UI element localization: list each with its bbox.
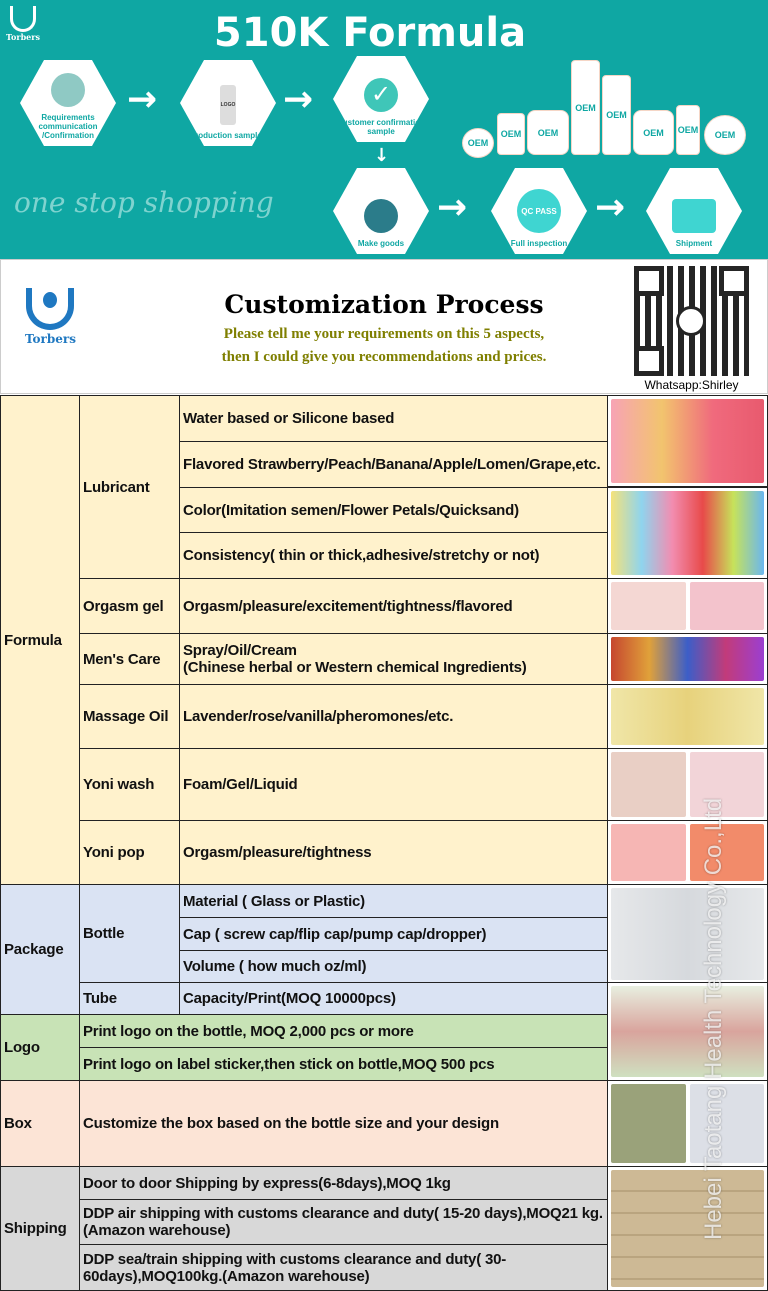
whatsapp-contact: Whatsapp:Shirley [644,378,739,392]
whatsapp-icon [676,306,706,336]
option-row: Print logo on the bottle, MOQ 2,000 pcs … [79,1014,608,1048]
gears-icon [364,199,398,233]
hands-icon [10,6,36,32]
customization-header: Torbers Customization Process Please tel… [0,259,768,394]
step-confirmation: ✓Customer confirmation sample [333,56,429,142]
option-row: Print logo on label sticker,then stick o… [79,1047,608,1081]
sub-yoni-pop: Yoni pop [79,820,180,885]
plane-truck-icon [672,199,716,233]
whatsapp-qr-code [634,266,749,376]
qc-pass-icon: QC PASS [517,189,561,233]
sub-tube: Tube [79,982,180,1015]
step-requirements: Requirements communication /Confirmation [20,60,116,146]
colored-droppers-image [607,487,768,579]
lubricant-bottles-image [607,395,768,487]
sub-lubricant: Lubricant [79,395,180,579]
sub-yoni-wash: Yoni wash [79,748,180,821]
shipping-cartons-image [607,1166,768,1291]
arrow-icon: → [595,187,626,228]
option-row: Lavender/rose/vanilla/pheromones/etc. [179,684,608,749]
tagline: one stop shopping [14,186,274,219]
hands-laptop-icon [51,73,85,107]
option-row: Capacity/Print(MOQ 10000pcs) [179,982,608,1015]
sub-mens-care: Men's Care [79,633,180,685]
option-row: Volume ( how much oz/ml) [179,950,608,983]
torbers-logo: Torbers [25,288,76,346]
option-row: DDP sea/train shipping with customs clea… [79,1244,608,1291]
option-row: Door to door Shipping by express(6-8days… [79,1166,608,1200]
option-row: Spray/Oil/Cream(Chinese herbal or Wester… [179,633,608,685]
mens-care-image [607,633,768,685]
option-row: Material ( Glass or Plastic) [179,884,608,918]
yoni-pop-image [607,820,768,885]
category-package: Package [0,884,80,1015]
check-icon: ✓ [364,78,398,112]
sub-massage-oil: Massage Oil [79,684,180,749]
category-formula: Formula [0,395,80,885]
yoni-wash-image [607,748,768,821]
arrow-down-icon: ↓ [374,145,390,166]
step-shipment: Shipment [646,168,742,254]
arrow-icon: → [437,187,468,228]
arrow-icon: → [127,79,158,120]
category-box: Box [0,1080,80,1167]
option-row: DDP air shipping with customs clearance … [79,1199,608,1245]
dropper-bottle-icon: LOGO [220,85,236,125]
hero-banner: Torbers 510K Formula Requirements commun… [0,0,768,259]
option-row: Orgasm/pleasure/tightness [179,820,608,885]
sub-bottle: Bottle [79,884,180,983]
massage-oil-image [607,684,768,749]
option-row: Foam/Gel/Liquid [179,748,608,821]
page-title: Customization Process [224,290,544,319]
option-row: Orgasm/pleasure/excitement/tightness/fla… [179,578,608,634]
logo-bottles-image [607,982,768,1081]
option-row: Color(Imitation semen/Flower Petals/Quic… [179,487,608,533]
sub-orgasm-gel: Orgasm gel [79,578,180,634]
option-row: Customize the box based on the bottle si… [79,1080,608,1167]
category-logo: Logo [0,1014,80,1081]
step-make-goods: Make goods [333,168,429,254]
orgasm-gel-image [607,578,768,634]
bottle-types-image [607,884,768,984]
subtitle-line-2: then I could give you recommendations an… [221,349,547,365]
option-row: Cap ( screw cap/flip cap/pump cap/droppe… [179,917,608,951]
arrow-icon: → [283,79,314,120]
brand-logo: Torbers [6,6,40,42]
hero-title: 510K Formula [213,10,527,56]
category-shipping: Shipping [0,1166,80,1291]
option-row: Flavored Strawberry/Peach/Banana/Apple/L… [179,441,608,488]
subtitle-line-1: Please tell me your requirements on this… [223,326,545,342]
option-row: Consistency( thin or thick,adhesive/stre… [179,532,608,579]
hands-icon [26,288,75,330]
custom-box-image [607,1080,768,1167]
option-row: Water based or Silicone based [179,395,608,442]
